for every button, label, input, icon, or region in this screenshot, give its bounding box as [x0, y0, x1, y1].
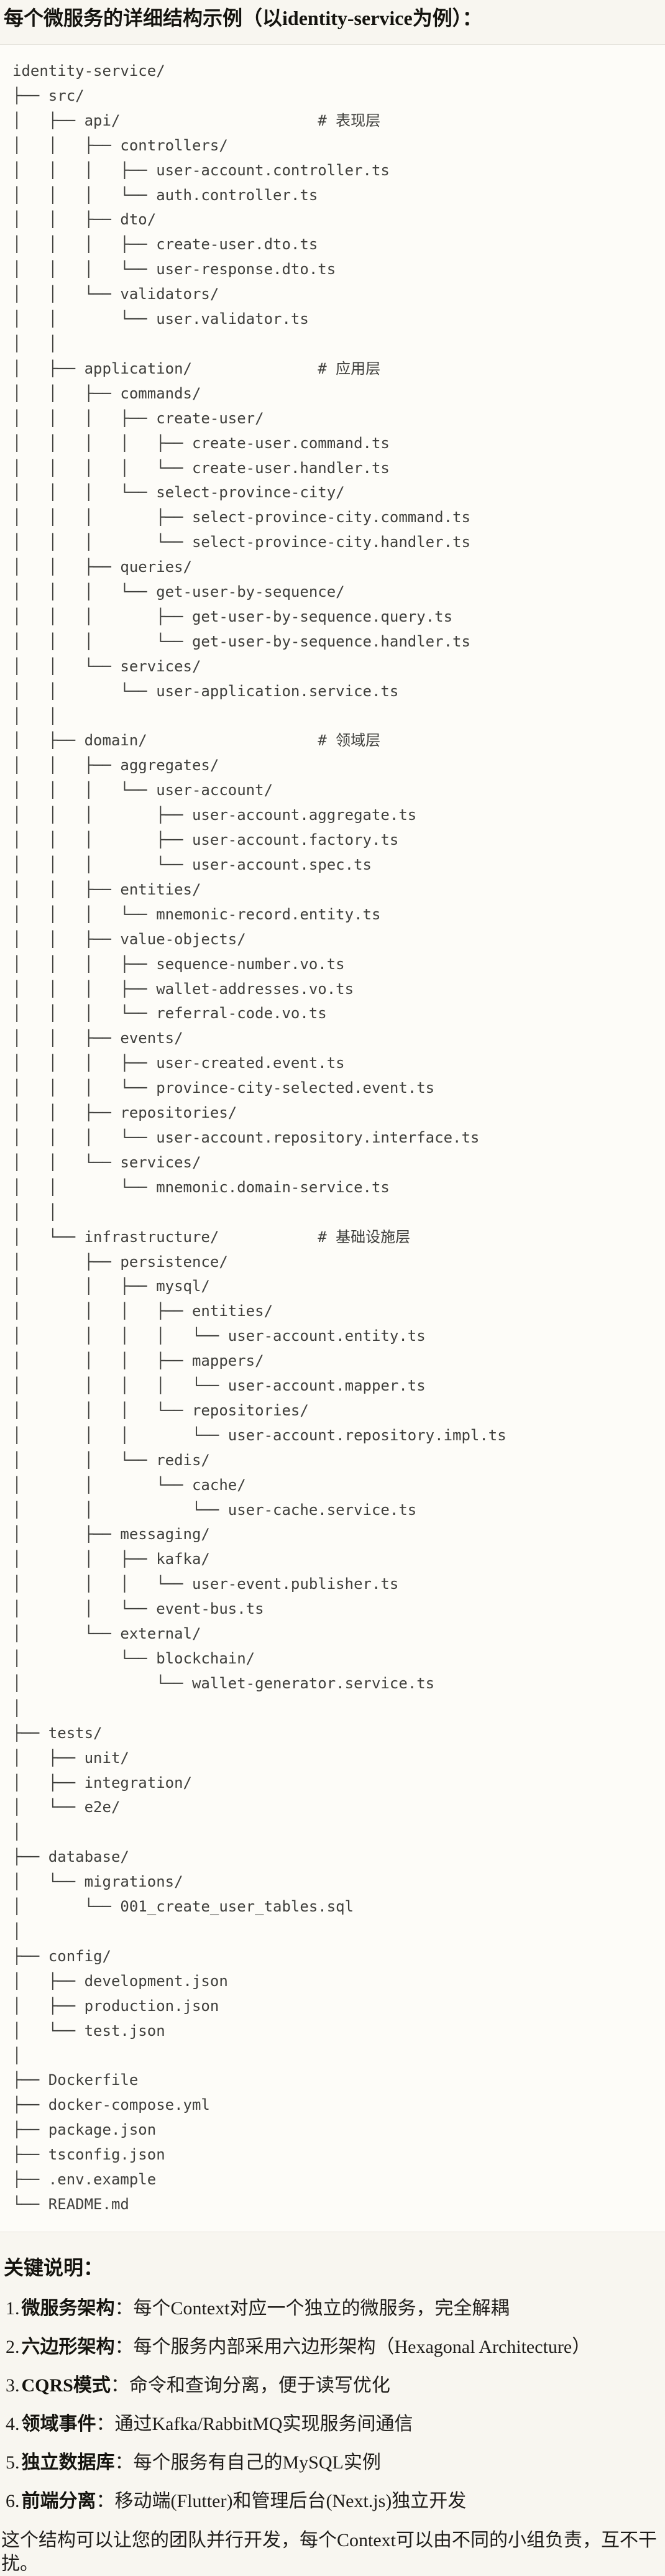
note-label: 微服务架构 — [21, 2298, 115, 2319]
notes-heading: 关键说明： — [4, 2256, 104, 2279]
note-text: ：移动端(Flutter)和管理后台(Next.js)独立开发 — [96, 2490, 467, 2511]
note-number: 2. — [6, 2336, 20, 2357]
page-title: 每个微服务的详细结构示例（以identity-service为例）： — [4, 7, 482, 29]
note-number: 1. — [6, 2298, 20, 2319]
list-item: 1.微服务架构：每个Context对应一个独立的微服务，完全解耦 — [0, 2297, 665, 2321]
closing-paragraph: 这个结构可以让您的团队并行开发，每个Context可以由不同的小组负责，互不干扰… — [1, 2529, 657, 2574]
note-text: ：命令和查询分离，便于读写优化 — [110, 2375, 390, 2396]
note-label: 六边形架构 — [21, 2336, 115, 2357]
note-label: 领域事件 — [21, 2413, 96, 2434]
note-number: 6. — [6, 2490, 20, 2511]
note-label: 前端分离 — [21, 2490, 96, 2511]
note-number: 4. — [6, 2413, 20, 2434]
note-number: 3. — [6, 2375, 20, 2396]
list-item: 2.六边形架构：每个服务内部采用六边形架构（Hexagonal Architec… — [0, 2335, 665, 2359]
list-item: 4.领域事件：通过Kafka/RabbitMQ实现服务间通信 — [0, 2413, 665, 2436]
note-text: ：通过Kafka/RabbitMQ实现服务间通信 — [96, 2413, 413, 2434]
list-item: 3.CQRS模式：命令和查询分离，便于读写优化 — [0, 2374, 665, 2398]
directory-tree: identity-service/ ├── src/ │ ├── api/ # … — [12, 62, 507, 2213]
list-item: 5.独立数据库：每个服务有自己的MySQL实例 — [0, 2451, 665, 2475]
note-label: CQRS模式 — [21, 2375, 111, 2396]
note-text: ：每个Context对应一个独立的微服务，完全解耦 — [114, 2298, 510, 2319]
code-block: identity-service/ ├── src/ │ ├── api/ # … — [0, 44, 665, 2232]
note-label: 独立数据库 — [21, 2452, 115, 2473]
note-text: ：每个服务有自己的MySQL实例 — [114, 2452, 381, 2473]
note-text: ：每个服务内部采用六边形架构（Hexagonal Architecture） — [114, 2336, 591, 2357]
note-number: 5. — [6, 2452, 20, 2473]
list-item: 6.前端分离：移动端(Flutter)和管理后台(Next.js)独立开发 — [0, 2490, 665, 2513]
notes-list: 1.微服务架构：每个Context对应一个独立的微服务，完全解耦 2.六边形架构… — [0, 2297, 665, 2513]
